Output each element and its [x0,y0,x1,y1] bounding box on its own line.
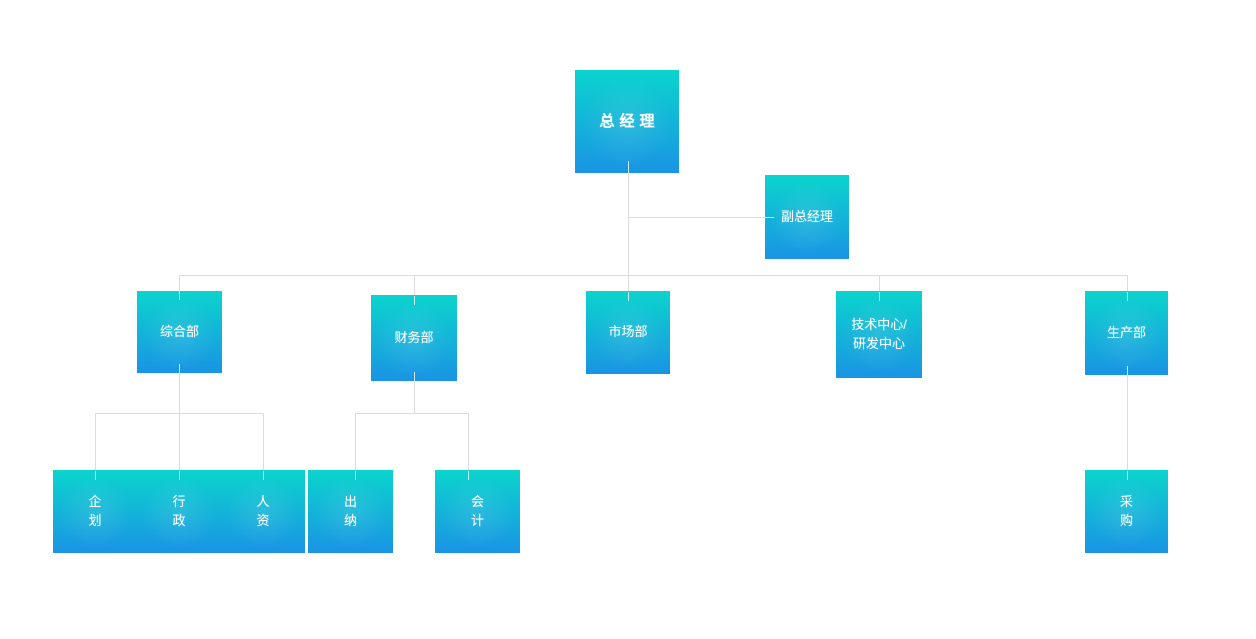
org-node-label: 副总经理 [780,208,833,224]
org-node-planning: 企 划 [53,470,137,553]
org-node-label: 综合部 [159,323,199,339]
org-node-accounting: 会 计 [435,470,520,553]
org-node-label: 出 纳 [343,493,357,528]
org-node-label: 企 划 [88,493,102,528]
org-node-label: 财务部 [394,329,434,345]
org-node-marketing-dept: 市场部 [586,291,670,374]
org-node-label: 行 政 [172,493,186,528]
org-node-general-manager: 总经理 [575,70,679,173]
org-node-label: 生产部 [1106,324,1146,340]
org-node-finance-dept: 财务部 [371,295,457,381]
org-node-label: 人 资 [256,493,270,528]
org-node-label: 会 计 [470,493,484,528]
org-node-tech-rd-center: 技术中心/ 研发中心 [836,291,922,378]
org-node-label: 总经理 [599,112,660,130]
org-node-production-dept: 生产部 [1085,291,1168,375]
org-node-label: 市场部 [608,324,648,340]
org-node-procurement: 采 购 [1085,470,1168,553]
org-node-general-dept: 综合部 [137,291,222,373]
org-node-cashier: 出 纳 [308,470,393,553]
org-node-human-resources: 人 资 [221,470,305,553]
org-node-deputy-general-manager: 副总经理 [765,175,849,259]
org-node-label: 技术中心/ 研发中心 [851,316,907,351]
org-node-administration: 行 政 [137,470,221,553]
org-node-label: 采 购 [1119,493,1133,528]
